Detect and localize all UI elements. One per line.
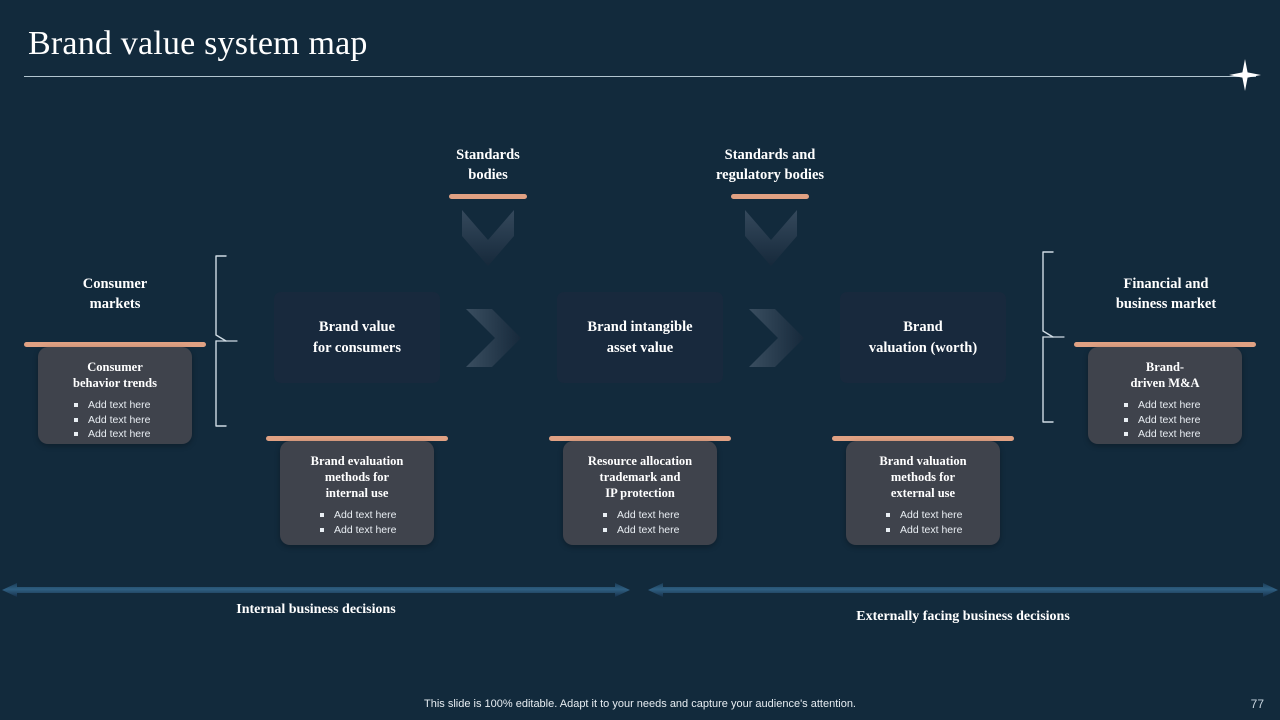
detail-card-accent-2 [832, 436, 1014, 441]
left-group-heading: Consumer markets [45, 274, 185, 314]
right-card-title-line1: Brand- [1145, 360, 1185, 374]
left-card-accent [24, 342, 206, 347]
flow-box-line2: asset value [606, 339, 674, 356]
detail-card-accent-0 [266, 436, 448, 441]
top-source-accent-1 [731, 194, 809, 199]
chevron-right-icon-0 [466, 309, 524, 367]
list-item: Add text here [886, 508, 990, 523]
flow-box-0[interactable]: Brand value for consumers [274, 292, 440, 383]
list-item: Add text here [886, 523, 990, 538]
right-group-heading-line1: Financial and [1123, 276, 1209, 292]
detail-card-title-line2: trademark and [599, 470, 681, 484]
detail-card-1[interactable]: Resource allocation trademark and IP pro… [563, 441, 717, 545]
list-item: Add text here [74, 413, 182, 428]
detail-card-title-1: Resource allocation trademark and IP pro… [573, 453, 707, 501]
sparkle-icon [1228, 58, 1262, 92]
left-brace-connector [213, 255, 239, 427]
detail-card-title-0: Brand evaluation methods for internal us… [290, 453, 424, 501]
double-arrow-external [648, 581, 1278, 599]
double-arrow-internal [2, 581, 630, 599]
list-item: Add text here [74, 427, 182, 442]
right-card-bullets: Add text here Add text here Add text her… [1098, 398, 1232, 442]
chevron-right-icon-1 [749, 309, 807, 367]
right-group-heading-line2: business market [1115, 296, 1217, 312]
right-card[interactable]: Brand- driven M&A Add text here Add text… [1088, 347, 1242, 444]
detail-card-title-line3: external use [890, 486, 956, 500]
right-brace-connector [1040, 251, 1066, 423]
left-card-title-line1: Consumer [87, 360, 143, 374]
top-source-accent-0 [449, 194, 527, 199]
detail-card-bullets-0: Add text here Add text here [290, 508, 424, 537]
flow-box-line2: valuation (worth) [868, 339, 978, 356]
list-item: Add text here [1124, 398, 1232, 413]
detail-card-title-line3: internal use [325, 486, 389, 500]
list-item: Add text here [1124, 427, 1232, 442]
detail-card-2[interactable]: Brand valuation methods for external use… [846, 441, 1000, 545]
detail-card-0[interactable]: Brand evaluation methods for internal us… [280, 441, 434, 545]
detail-card-title-line1: Brand evaluation [310, 454, 404, 468]
flow-box-line1: Brand [903, 318, 943, 335]
list-item: Add text here [603, 508, 707, 523]
flow-box-line2: for consumers [313, 339, 401, 356]
flow-box-1[interactable]: Brand intangible asset value [557, 292, 723, 383]
detail-card-title-line1: Resource allocation [587, 454, 693, 468]
left-card-title-line2: behavior trends [73, 376, 157, 390]
top-source-line2: bodies [468, 167, 508, 183]
detail-card-bullets-2: Add text here Add text here [856, 508, 990, 537]
left-group-heading-line1: Consumer [82, 276, 148, 292]
top-source-line2: regulatory bodies [715, 167, 825, 183]
right-card-accent [1074, 342, 1256, 347]
top-source-heading-0: Standards bodies [418, 145, 558, 185]
detail-card-title-line3: IP protection [605, 486, 675, 500]
flow-box-2[interactable]: Brand valuation (worth) [840, 292, 1006, 383]
right-group-heading: Financial and business market [1095, 274, 1237, 314]
title-divider [24, 76, 1256, 77]
detail-card-bullets-1: Add text here Add text here [573, 508, 707, 537]
left-card[interactable]: Consumer behavior trends Add text here A… [38, 347, 192, 444]
bottom-label-internal: Internal business decisions [236, 602, 396, 617]
flow-box-line1: Brand intangible [587, 318, 693, 335]
right-card-title: Brand- driven M&A [1098, 359, 1232, 391]
left-group-heading-line2: markets [89, 296, 141, 312]
list-item: Add text here [74, 398, 182, 413]
detail-card-title-line2: methods for [890, 470, 956, 484]
footer-note: This slide is 100% editable. Adapt it to… [424, 698, 856, 710]
chevron-down-icon-1 [745, 210, 797, 266]
detail-card-title-line1: Brand valuation [879, 454, 967, 468]
list-item: Add text here [1124, 413, 1232, 428]
bottom-label-external: Externally facing business decisions [856, 609, 1070, 624]
page-title: Brand value system map [28, 25, 368, 62]
list-item: Add text here [320, 508, 424, 523]
detail-card-title-2: Brand valuation methods for external use [856, 453, 990, 501]
chevron-down-icon-0 [462, 210, 514, 266]
left-card-title: Consumer behavior trends [48, 359, 182, 391]
detail-card-accent-1 [549, 436, 731, 441]
top-source-line1: Standards [456, 147, 520, 163]
list-item: Add text here [603, 523, 707, 538]
top-source-line1: Standards and [724, 147, 816, 163]
flow-box-line1: Brand value [318, 318, 396, 335]
list-item: Add text here [320, 523, 424, 538]
detail-card-title-line2: methods for [324, 470, 390, 484]
left-card-bullets: Add text here Add text here Add text her… [48, 398, 182, 442]
right-card-title-line2: driven M&A [1130, 376, 1200, 390]
top-source-heading-1: Standards and regulatory bodies [684, 145, 856, 185]
page-number: 77 [1250, 697, 1264, 711]
